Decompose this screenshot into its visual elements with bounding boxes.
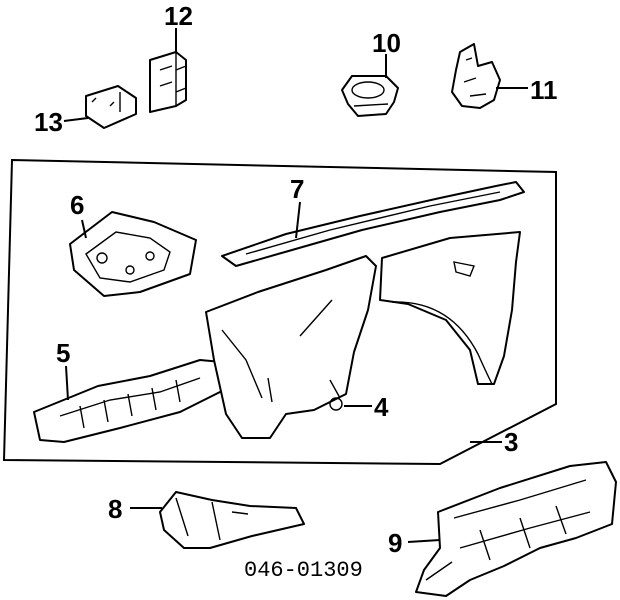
callout-5: 5	[56, 338, 70, 368]
callout-8: 8	[108, 494, 122, 524]
leader-6	[81, 219, 87, 239]
assembly-box	[2, 158, 557, 466]
callout-12: 12	[164, 1, 193, 31]
part-10-mount	[341, 75, 399, 117]
callout-10: 10	[372, 28, 401, 58]
part-4-fender	[379, 231, 521, 385]
leader-7	[295, 201, 301, 239]
part-7-rail	[221, 181, 525, 267]
part-6-tray	[69, 211, 197, 297]
callout-9: 9	[388, 528, 402, 558]
leader-9	[407, 539, 441, 543]
callout-3: 3	[504, 427, 518, 457]
callout-6: 6	[70, 190, 84, 220]
part-5-frame-rail	[33, 359, 225, 443]
part-13-bracket	[85, 85, 137, 129]
leader-13	[63, 117, 89, 122]
part-11-reinforcement	[451, 43, 501, 109]
callout-11: 11	[530, 75, 558, 105]
callout-4: 4	[374, 392, 389, 422]
part-code: 046-01309	[244, 558, 363, 583]
callout-13: 13	[34, 107, 63, 137]
part-8-extension	[159, 491, 305, 549]
leader-5	[65, 365, 69, 401]
part-12-bracket	[149, 51, 187, 113]
callout-7: 7	[290, 174, 304, 204]
part-9-inner-panel	[415, 461, 617, 597]
part-4-apron-panel	[205, 255, 377, 439]
